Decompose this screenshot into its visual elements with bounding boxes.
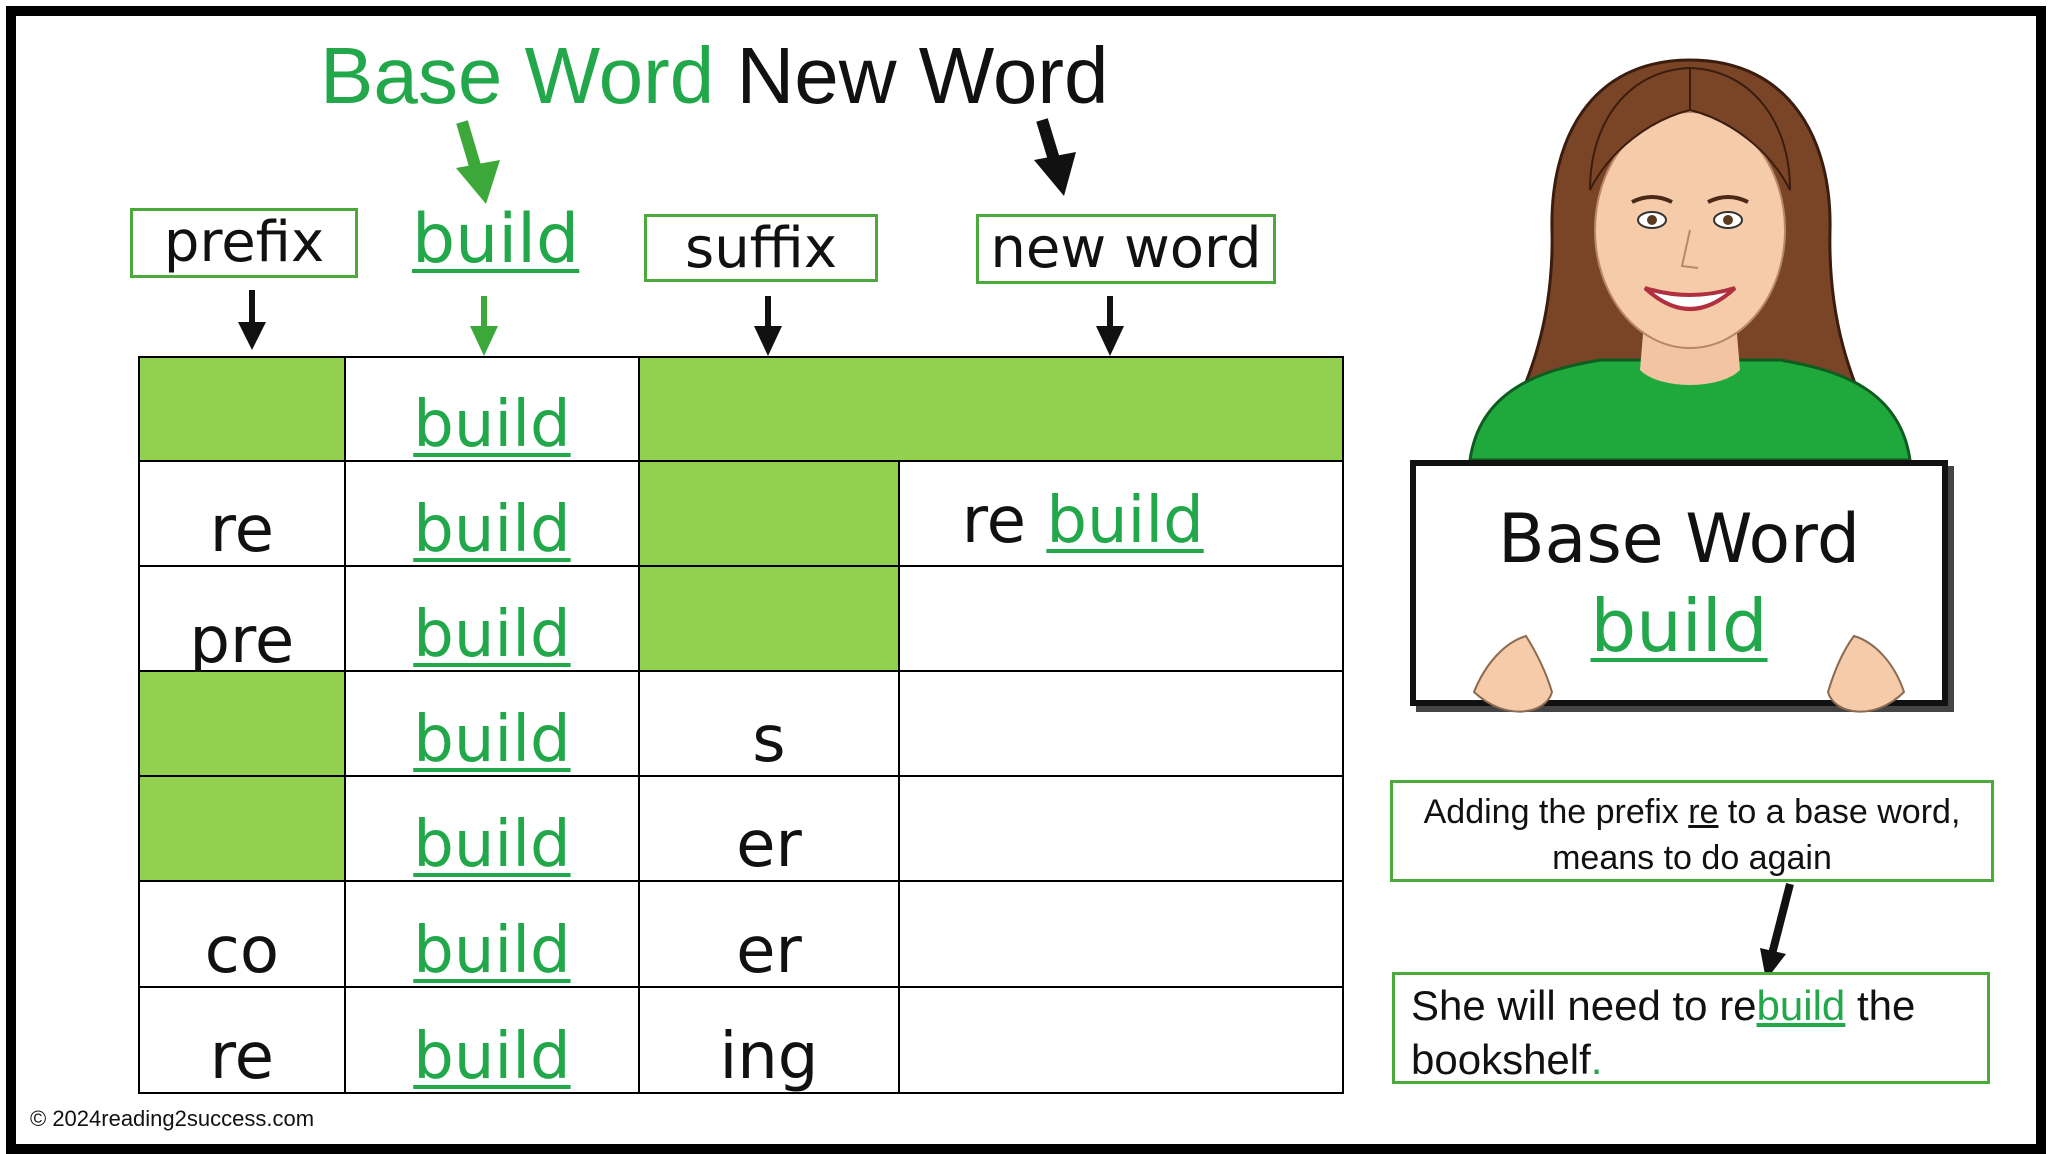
card-word: build [1590,584,1768,668]
table-row: build [138,356,1344,462]
arrow-note [1760,883,1794,980]
header-new-word: new word [976,214,1276,284]
cell-prefix [138,356,346,462]
cell-base: build [343,670,641,777]
arrow-build [470,296,498,356]
cell-new-word [897,565,1345,672]
card-title: Base Word [1498,500,1860,579]
cell-suffix [638,565,900,672]
prefix-explanation: Adding the prefix re to a base word, mea… [1390,780,1994,882]
cell-base: build [343,356,641,462]
cell-suffix: ing [638,986,900,1094]
header-prefix: prefix [130,208,358,278]
cell-prefix [138,670,346,777]
copyright: © 2024reading2success.com [30,1106,315,1131]
cell-new-word: re build [897,460,1345,567]
cell-prefix: pre [138,565,346,676]
right-hand-icon [1826,634,1906,713]
cell-new-word [897,986,1345,1094]
cell-new-word [897,775,1345,882]
cell-suffix: er [638,880,900,988]
example-base-word: build [1756,982,1846,1029]
arrow-prefix [238,290,266,350]
example-sentence: She will need to rebuild the bookshelf. [1392,972,1990,1084]
header-suffix: suffix [644,214,878,282]
left-hand-icon [1472,634,1554,713]
new-word-base: build [1046,484,1204,558]
cell-suffix: s [638,670,900,777]
table-row: build er [138,775,1345,882]
cell-new-word [897,880,1345,988]
cell-base: build [343,880,641,988]
cell-suffix [638,460,900,567]
cell-base: build [343,565,641,672]
cell-suffix: er [638,775,900,882]
title-new-word: New Word [736,31,1109,120]
teacher-illustration [1468,58,1912,462]
cell-base: build [343,775,641,882]
header-base-word: build [412,200,580,279]
table-row: build s [138,670,1345,777]
cell-prefix: co [138,880,346,988]
table-row: re build re build [138,460,1345,567]
page-title: Base Word New Word [320,28,1108,124]
cell-prefix: re [138,986,346,1094]
cell-base: build [343,460,641,567]
title-base-word: Base Word [320,31,715,120]
table-row: co build er [138,880,1345,988]
new-word-prefix: re [961,484,1026,558]
arrow-base-word [456,120,500,204]
arrow-new-word-col [1096,296,1124,356]
note-prefix: re [1688,793,1719,831]
cell-base: build [343,986,641,1094]
arrow-suffix [754,296,782,356]
word-table: build re build re build pre build build … [138,356,1345,1094]
cell-new-word [897,670,1345,777]
cell-prefix: re [138,460,346,567]
table-row: re build ing [138,986,1345,1094]
cell-prefix [138,775,346,882]
cell-suffix-newword [638,356,1344,462]
arrow-new-word [1034,118,1076,196]
table-row: pre build [138,565,1345,676]
